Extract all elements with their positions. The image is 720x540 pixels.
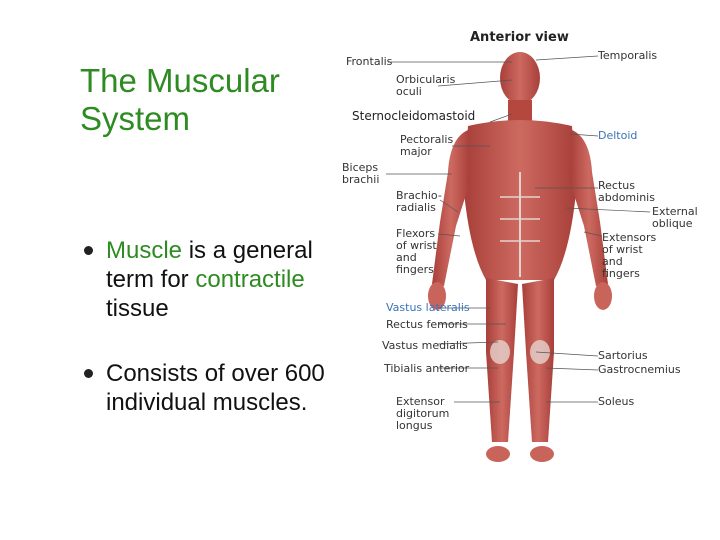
neck-shape <box>508 100 532 122</box>
bullet-item: Muscle is a general term for contractile… <box>80 236 350 323</box>
head-shape <box>500 52 540 104</box>
label-gastrocnemius: Gastrocnemius <box>598 363 681 376</box>
anatomy-figure-illustration <box>386 52 651 462</box>
bullet-text: Consists of over 600 individual muscles. <box>106 360 325 416</box>
label-sternocleidomastoid: Sternocleidomastoid <box>352 109 476 123</box>
keyword-muscle: Muscle <box>106 237 183 264</box>
label-tibialis-anterior: Tibialis anterior <box>384 362 470 375</box>
muscle-diagram: Anterior view Frontalis Temporalis Orbic… <box>340 22 710 492</box>
bullet-list: Muscle is a general term for contractile… <box>80 236 350 453</box>
bullet-text: tissue <box>106 295 169 322</box>
left-arm-shape <box>432 130 470 286</box>
bullet-text: is a general term for <box>106 237 313 293</box>
label-rectus-femoris: Rectus femoris <box>386 318 468 331</box>
label-deltoid: Deltoid <box>598 129 638 142</box>
label-flexors: Flexors of wrist and fingers <box>396 227 437 276</box>
label-extensors: Extensors of wrist and fingers <box>602 231 657 280</box>
label-external-oblique: External oblique <box>652 205 698 230</box>
label-pectoralis-major: Pectoralis major <box>400 133 454 158</box>
label-vastus-lateralis: Vastus lateralis <box>386 301 470 314</box>
label-biceps-brachii: Biceps brachii <box>342 161 380 186</box>
label-temporalis: Temporalis <box>598 49 658 62</box>
right-arm-shape <box>570 130 608 286</box>
label-soleus: Soleus <box>598 395 635 408</box>
label-frontalis: Frontalis <box>346 55 393 68</box>
bullet-item: Consists of over 600 individual muscles. <box>80 359 350 417</box>
label-rectus-abdominis: Rectus abdominis <box>598 179 655 204</box>
slide-title: The Muscular System <box>80 62 280 137</box>
label-brachioradialis: Brachio- radialis <box>396 189 442 214</box>
keyword-contractile: contractile <box>195 266 305 293</box>
label-extensor-digitorum-longus: Extensor digitorum longus <box>396 395 450 432</box>
label-sartorius: Sartorius <box>598 349 648 362</box>
view-title: Anterior view <box>470 30 569 45</box>
bullet-dot-icon <box>84 369 93 378</box>
bullet-dot-icon <box>84 246 93 255</box>
label-vastus-medialis: Vastus medialis <box>382 339 468 352</box>
label-orbicularis-oculi: Orbicularis oculi <box>396 73 456 98</box>
